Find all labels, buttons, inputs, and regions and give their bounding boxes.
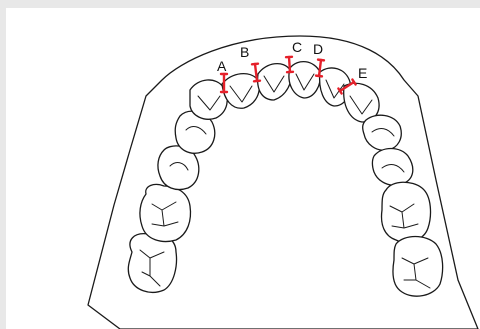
- label-c: C: [292, 39, 302, 55]
- label-a: A: [217, 58, 227, 74]
- tooth-right-first-molar: [382, 182, 431, 242]
- tooth-right-second-premolar: [373, 149, 413, 186]
- label-e: E: [358, 65, 367, 81]
- label-b: B: [240, 44, 249, 60]
- tooth-left-second-molar: [128, 234, 176, 293]
- tooth-left-first-molar: [140, 184, 191, 241]
- tooth-right-second-molar: [393, 237, 443, 297]
- label-d: D: [313, 41, 323, 57]
